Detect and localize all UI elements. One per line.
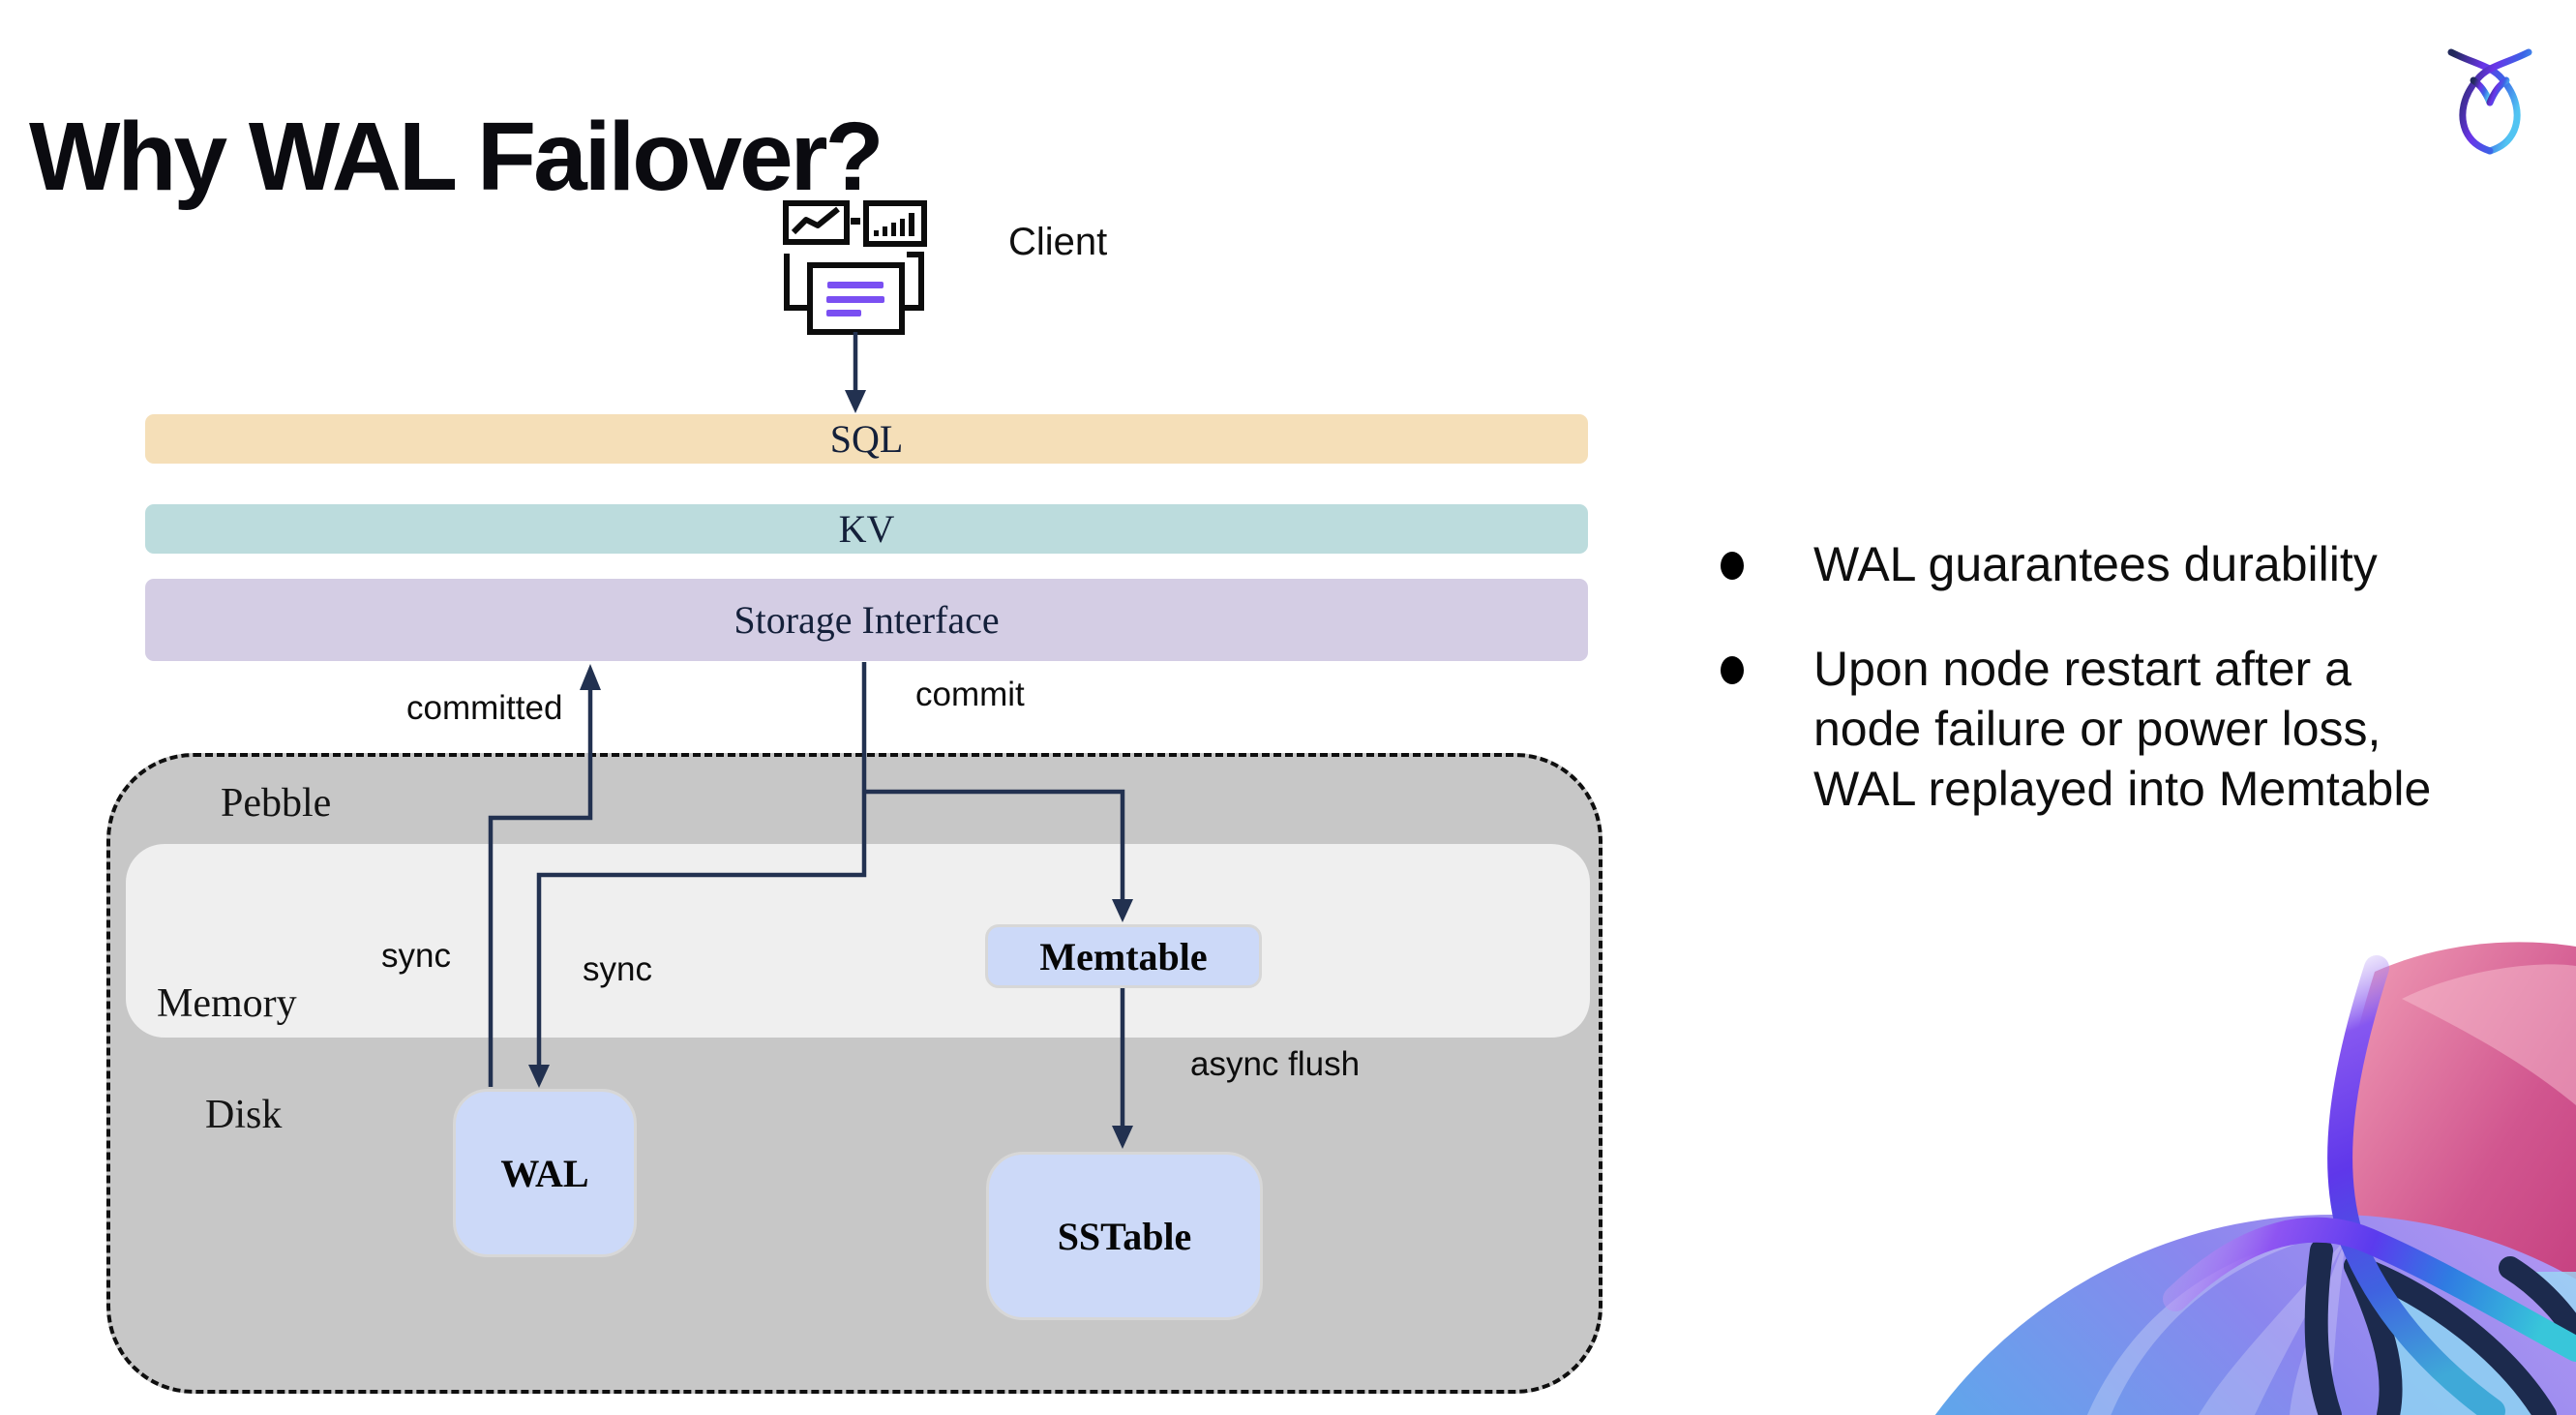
disk-label: Disk [205, 1093, 283, 1137]
node-wal: WAL [453, 1089, 637, 1257]
bullet-text-line: WAL replayed into Memtable [1813, 762, 2432, 816]
edge-label-sync-left: sync [381, 937, 451, 975]
edge-label-async-flush: async flush [1190, 1045, 1361, 1083]
bullet-text: WAL guarantees durability [1813, 537, 2378, 591]
node-wal-label: WAL [500, 1151, 589, 1195]
cockroachdb-logo [2447, 48, 2532, 155]
monitor-brackets [784, 252, 924, 311]
brand-artwork [1934, 942, 2576, 1415]
node-memtable-label: Memtable [1039, 934, 1208, 978]
edge-label-sync-right: sync [583, 950, 652, 988]
bar-chart-icon [863, 200, 927, 247]
edge-label-commit: commit [915, 676, 1025, 713]
layer-kv: KV [145, 504, 1588, 554]
layer-storage-interface: Storage Interface [145, 579, 1588, 661]
art-leaf-fill [2355, 1266, 2545, 1415]
client-label: Client [1008, 221, 1108, 263]
dash-connector [851, 218, 860, 225]
edge-label-committed: committed [406, 689, 563, 727]
node-sstable-label: SSTable [1057, 1214, 1192, 1258]
layer-sql: SQL [145, 414, 1588, 464]
art-pink-highlight [2402, 964, 2576, 1105]
node-sstable: SSTable [986, 1152, 1263, 1320]
bullet-dot [1721, 656, 1744, 684]
list-item: Upon node restart after a node failure o… [1686, 639, 2537, 819]
arrowhead-client-sql [845, 390, 866, 413]
bullet-list: WAL guarantees durability Upon node rest… [1686, 534, 2537, 863]
node-memtable: Memtable [985, 924, 1262, 988]
page-title: Why WAL Failover? [29, 103, 884, 211]
layer-storage-label: Storage Interface [734, 598, 1000, 642]
list-item: WAL guarantees durability [1686, 534, 2537, 594]
memory-region [126, 844, 1590, 1038]
memory-label: Memory [157, 981, 297, 1026]
line-chart-icon [783, 200, 850, 245]
document-text-lines [826, 282, 884, 316]
bullet-text-line: node failure or power loss, [1813, 702, 2381, 756]
bullet-text-line: Upon node restart after a [1813, 642, 2351, 696]
bullet-dot [1721, 552, 1744, 580]
art-leaf-fill-right [2518, 1272, 2576, 1332]
arrowhead-committed [580, 664, 601, 690]
pebble-label: Pebble [221, 781, 332, 826]
client-workstation-icon [783, 200, 927, 335]
art-arc-horizontal [2163, 1217, 2576, 1362]
layer-sql-label: SQL [829, 417, 904, 461]
bar-chart-bars [874, 213, 914, 236]
layer-kv-label: KV [838, 507, 895, 551]
